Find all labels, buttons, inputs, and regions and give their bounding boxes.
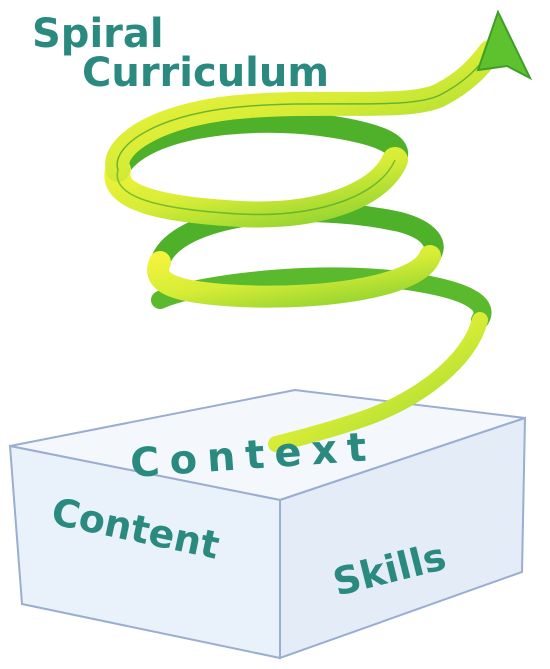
title-line1: Spiral bbox=[32, 11, 164, 57]
spiral-arrow bbox=[104, 9, 533, 452]
spiral-edge bbox=[116, 51, 491, 171]
spiral-front-segment bbox=[104, 147, 408, 228]
cube-right-face bbox=[279, 416, 527, 660]
spiral-front-segment bbox=[147, 245, 441, 308]
title-line2: Curriculum bbox=[82, 50, 329, 96]
cube bbox=[8, 388, 527, 660]
spiral-front-segment bbox=[268, 312, 488, 452]
arrowhead bbox=[476, 9, 533, 81]
spiral-edge bbox=[116, 159, 396, 216]
